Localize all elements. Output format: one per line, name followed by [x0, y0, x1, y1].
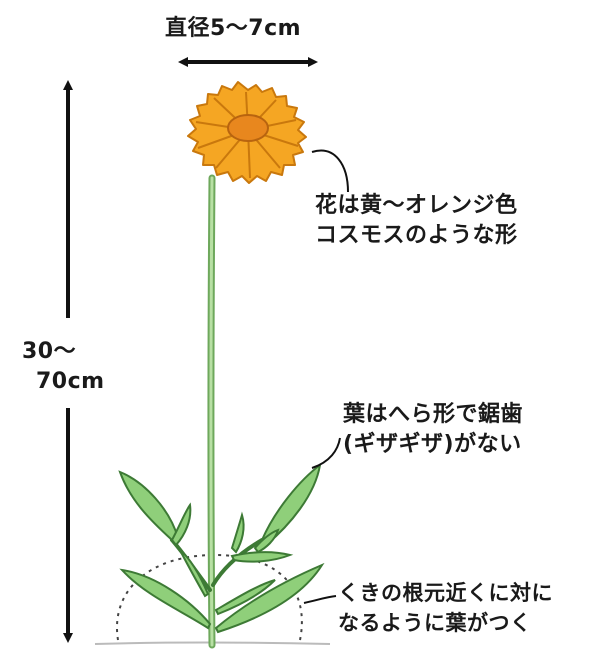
flower-center [227, 114, 269, 142]
height-label-line2: 70cm [36, 369, 105, 394]
flower-note-line2: コスモスのような形 [315, 223, 518, 248]
base-leader-line [303, 595, 337, 604]
leaf [179, 549, 210, 598]
base-dotted-circle [115, 553, 303, 641]
flower-leader-line [311, 149, 349, 193]
leaf [118, 470, 180, 542]
leaf [119, 568, 212, 630]
leaf-leader-line [311, 437, 341, 469]
leaf [230, 511, 245, 554]
flower-head [187, 81, 307, 184]
leaf [253, 528, 280, 554]
diameter-label: 直径5～7cm [165, 16, 302, 41]
leaves [118, 462, 325, 634]
height-label-line1: 30～ [22, 339, 77, 364]
leaf-note-line2: (ギザギザ)がない [343, 432, 522, 457]
ground-line [94, 641, 331, 645]
leaf-note-line1: 葉はへら形で鋸歯 [343, 402, 524, 427]
flower-note-line1: 花は黄～オレンジ色 [315, 193, 518, 218]
base-note: くきの根元近くに対に なるように葉がつく [338, 578, 553, 638]
leaf [170, 502, 192, 547]
leaf [214, 562, 325, 634]
base-note-line2: なるように葉がつく [338, 611, 532, 635]
base-note-line1: くきの根元近くに対に [338, 581, 553, 605]
flower-note: 花は黄～オレンジ色 コスモスのような形 [315, 191, 518, 251]
height-label: 30～ 70cm [22, 337, 105, 397]
leaf [214, 579, 276, 616]
leaf-note: 葉はへら形で鋸歯 (ギザギザ)がない [343, 400, 523, 460]
leaf [230, 551, 294, 563]
